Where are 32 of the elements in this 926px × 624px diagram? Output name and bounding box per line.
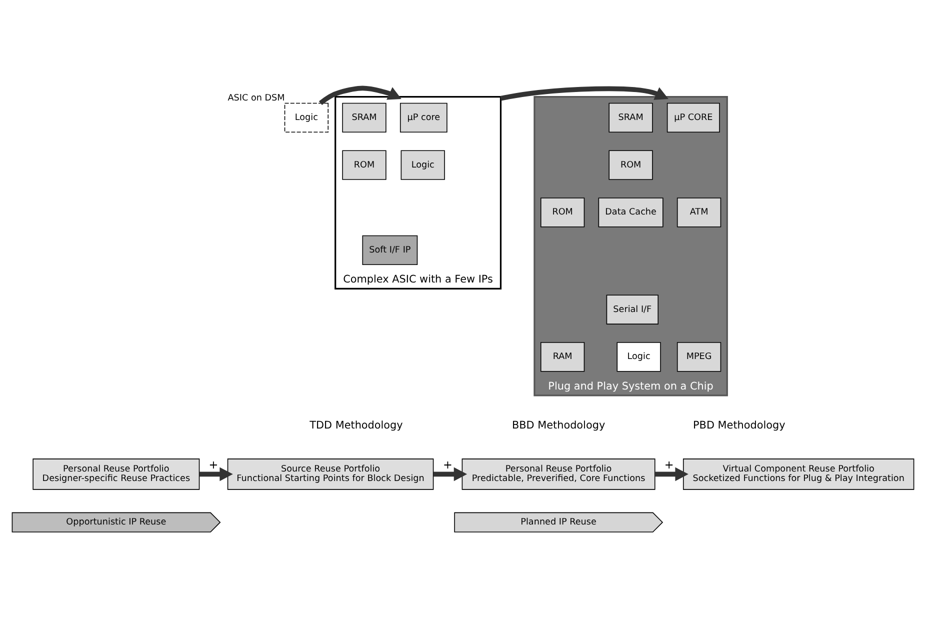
node-box: Soft I/F IP xyxy=(362,234,418,265)
node-box: µP core xyxy=(400,102,448,132)
node-box: Source Reuse Portfolio Functional Starting Points for Block Design xyxy=(227,458,434,490)
label: PBD Methodology xyxy=(693,419,786,432)
node-box: MPEG xyxy=(676,342,722,372)
node-box: Logic xyxy=(616,342,661,372)
node-box: ATM xyxy=(676,197,722,227)
edge-label: + xyxy=(443,458,452,472)
node-box: µP CORE xyxy=(666,102,720,132)
node-box: Personal Reuse Portfolio Designer-specific Reuse Practices xyxy=(32,458,200,490)
node-box: Virtual Component Reuse Portfolio Socketized Functions for Plug & Play Integration xyxy=(682,458,914,490)
node-box: ROM xyxy=(608,150,653,180)
node-box: ROM xyxy=(342,150,386,180)
edge-label: + xyxy=(208,458,218,472)
arrow xyxy=(655,466,688,481)
label: BBD Methodology xyxy=(512,419,606,432)
edge-label: + xyxy=(664,458,674,472)
arrow xyxy=(434,466,468,481)
arrow xyxy=(199,466,233,481)
node-box: Logic xyxy=(284,102,329,132)
node-box: Personal Reuse Portfolio Predictable, Preverified, Core Functions xyxy=(462,458,656,490)
node-box: SRAM xyxy=(342,102,386,132)
node-box: ROM xyxy=(540,197,585,227)
label: TDD Methodology xyxy=(310,419,403,432)
node-box: Logic xyxy=(400,150,445,180)
arrow xyxy=(318,85,402,105)
arrow xyxy=(500,86,668,100)
node-box: Data Cache xyxy=(598,197,664,227)
node-box: RAM xyxy=(540,342,585,372)
node-label: ASIC on DSM xyxy=(228,93,285,104)
node-box: Serial I/F xyxy=(606,294,658,324)
node-box: SRAM xyxy=(608,102,653,132)
